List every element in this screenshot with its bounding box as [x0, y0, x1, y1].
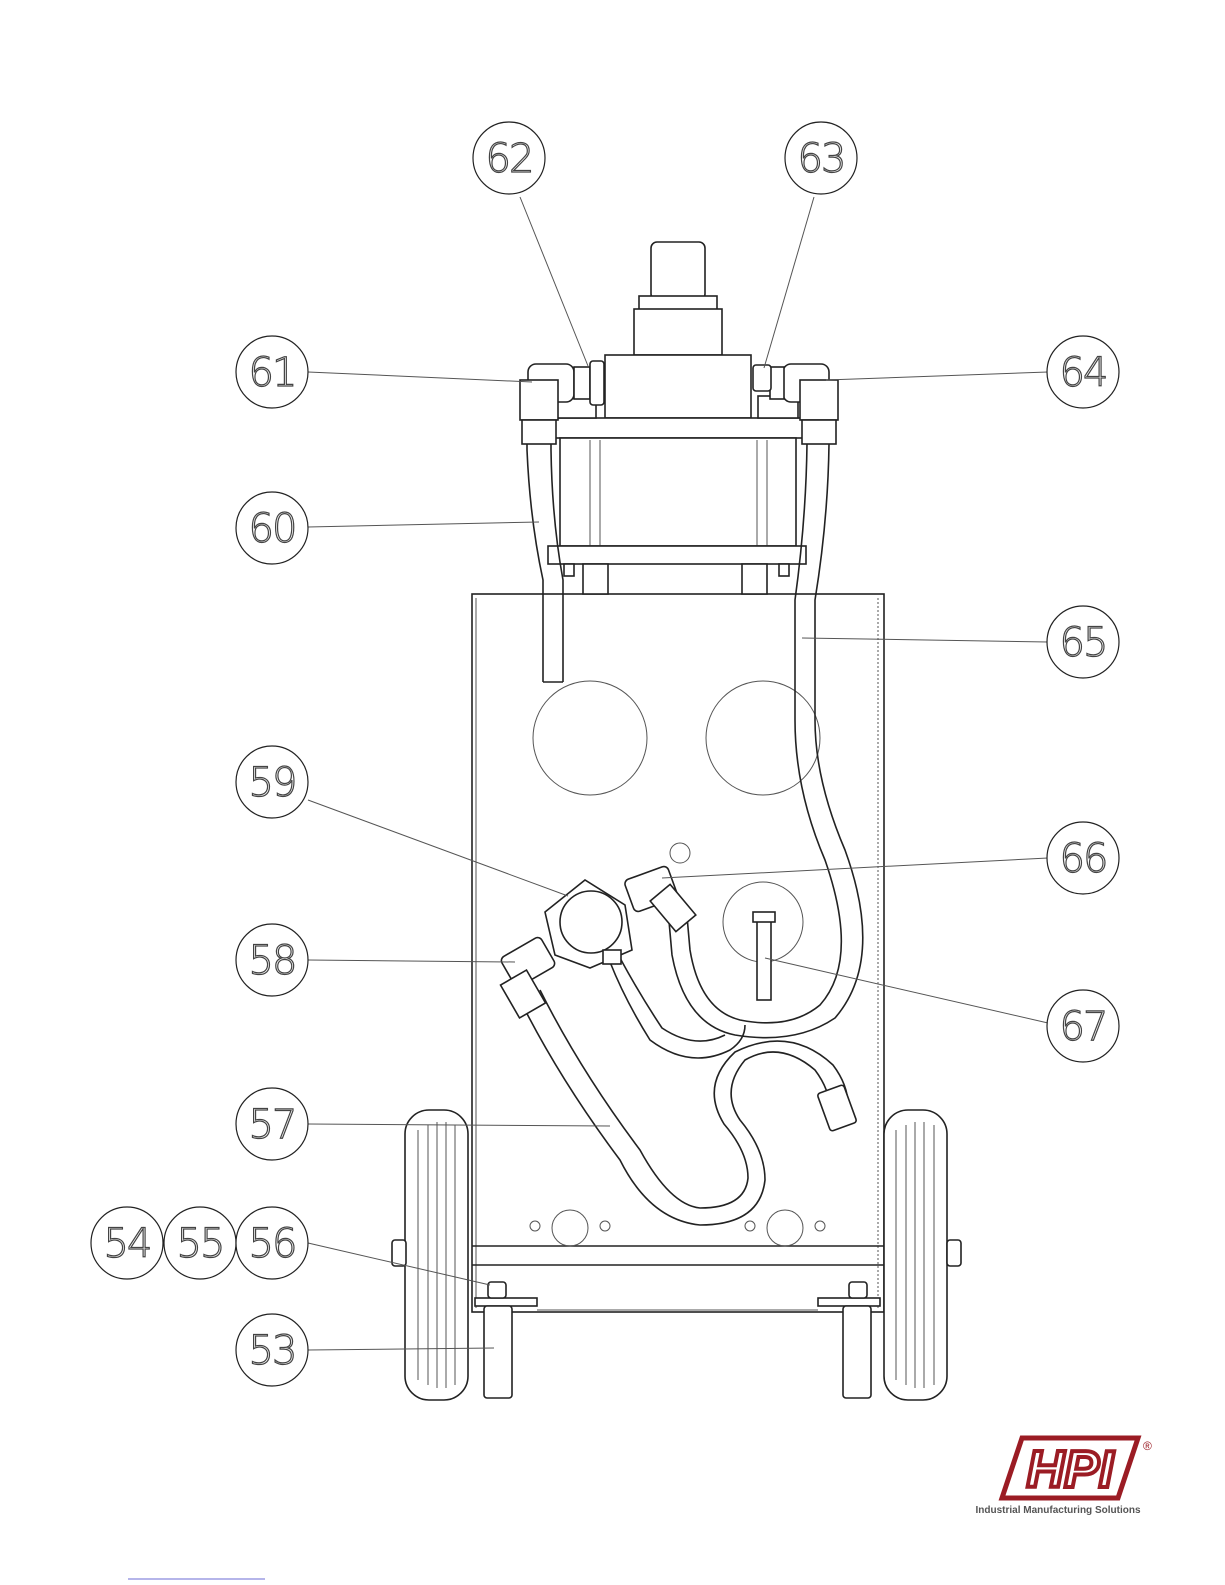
callout-56-label: 56	[249, 1221, 296, 1267]
callout-61: 61	[236, 336, 308, 408]
callout-63-label: 63	[798, 136, 845, 182]
callout-62-label: 62	[486, 136, 533, 182]
callouts: 62 63 61 64 60 65 59 66	[91, 122, 1119, 1386]
callout-64: 64	[1047, 336, 1119, 408]
callout-67: 67	[1047, 990, 1119, 1062]
hose-end-fitting	[817, 1084, 857, 1131]
callout-64-label: 64	[1060, 350, 1107, 396]
logo-tagline: Industrial Manufacturing Solutions	[976, 1505, 1141, 1516]
callout-59-label: 59	[249, 760, 296, 806]
callout-62: 62	[473, 122, 545, 194]
callout-57-label: 57	[249, 1102, 296, 1148]
callout-58-label: 58	[249, 938, 296, 984]
vertical-fitting	[753, 912, 775, 1000]
registered-mark: ®	[1143, 1439, 1152, 1453]
callout-55: 55	[164, 1207, 236, 1279]
logo-text: HPI	[1027, 1441, 1115, 1499]
callout-63: 63	[785, 122, 857, 194]
callout-54: 54	[91, 1207, 163, 1279]
callout-60-label: 60	[249, 506, 296, 552]
right-wheel	[884, 1110, 961, 1400]
callout-53-label: 53	[249, 1328, 296, 1374]
manifold	[500, 865, 696, 1018]
callout-53: 53	[236, 1314, 308, 1386]
callout-65-label: 65	[1060, 620, 1107, 666]
callout-60: 60	[236, 492, 308, 564]
callout-66: 66	[1047, 822, 1119, 894]
callout-58: 58	[236, 924, 308, 996]
pump-assembly	[548, 242, 806, 594]
callout-57: 57	[236, 1088, 308, 1160]
hpi-logo: HPI ® Industrial Manufacturing Solutions	[976, 1438, 1153, 1516]
callout-67-label: 67	[1060, 1004, 1107, 1050]
callout-56: 56	[236, 1207, 308, 1279]
base-feet	[475, 1282, 880, 1398]
callout-59: 59	[236, 746, 308, 818]
callout-55-label: 55	[177, 1221, 224, 1267]
callout-66-label: 66	[1060, 836, 1107, 882]
callout-65: 65	[1047, 606, 1119, 678]
left-wheel	[392, 1110, 468, 1400]
callout-54-label: 54	[104, 1221, 151, 1267]
callout-61-label: 61	[249, 350, 296, 396]
